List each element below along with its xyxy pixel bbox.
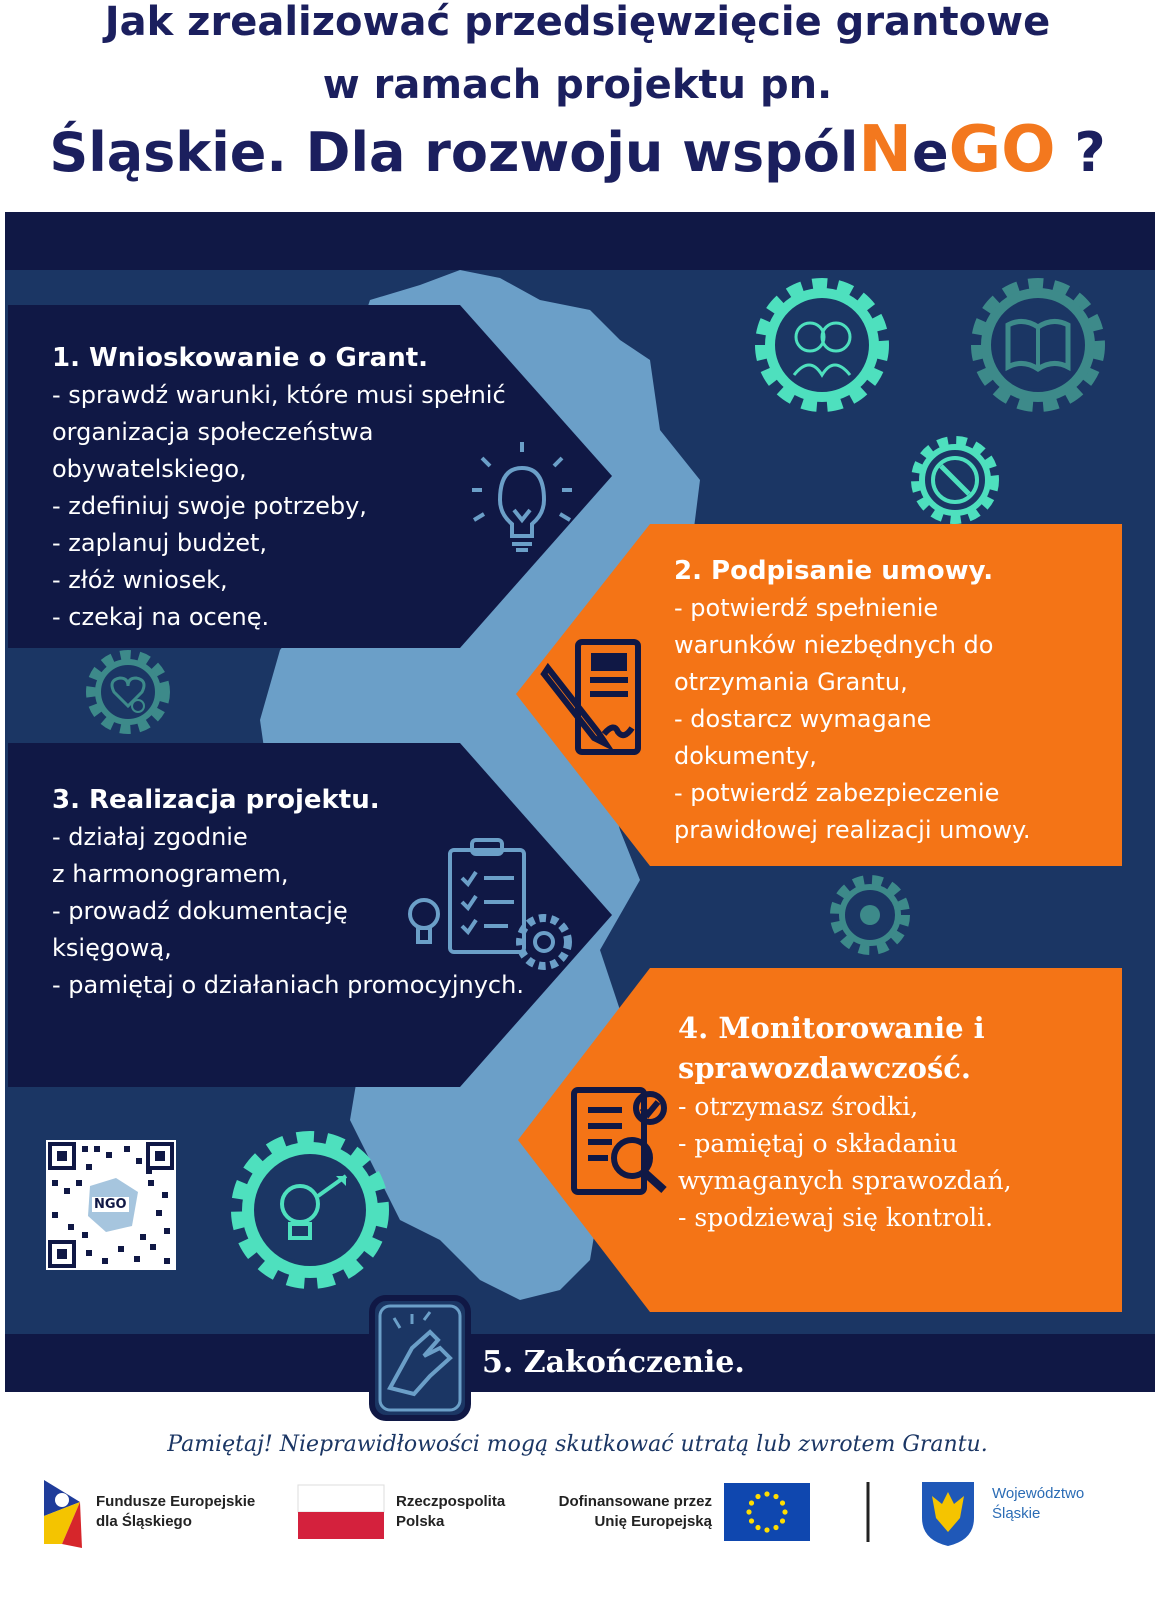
- title-accent-n: N: [858, 113, 912, 187]
- checklist-icon: [408, 838, 572, 970]
- eu-logo-line-2: Unię Europejską: [594, 1513, 712, 1530]
- lightbulb-icon: [472, 442, 572, 552]
- eu-flag-icon: [724, 1483, 810, 1541]
- list-item: obywatelskiego,: [52, 455, 247, 483]
- list-item: - zaplanuj budżet,: [52, 529, 268, 557]
- step-4-list: - otrzymasz środki, - pamiętaj o składan…: [678, 1088, 1118, 1236]
- step-4-text: 4. Monitorowanie i sprawozdawczość. - ot…: [678, 1008, 1118, 1236]
- step-1-heading: 1. Wnioskowanie o Grant.: [52, 343, 429, 373]
- list-item: - prowadź dokumentację: [52, 897, 348, 925]
- qr-label: NGO: [92, 1197, 129, 1212]
- eu-logo-line-1: Dofinansowane przez: [558, 1493, 712, 1510]
- title-accent-go: GO: [948, 113, 1056, 187]
- step-3-heading: 3. Realizacja projektu.: [52, 785, 380, 815]
- woj-logo-line-1: Województwo: [992, 1485, 1085, 1502]
- title-line-1: Jak zrealizować przedsięwzięcie grantowe: [104, 0, 1051, 45]
- heart-gear-icon: [86, 650, 170, 734]
- list-item: - dostarcz wymagane: [674, 705, 932, 733]
- step-1-arrow: [8, 305, 612, 648]
- fe-logo-line-2: dla Śląskiego: [96, 1513, 192, 1530]
- title-suffix: ?: [1055, 121, 1106, 184]
- handshake-icon: [369, 1295, 471, 1421]
- list-item: wymaganych sprawozdań,: [678, 1166, 1012, 1195]
- list-item: warunków niezbędnych do: [674, 631, 994, 659]
- step-4-heading-line-2: sprawozdawczość.: [678, 1051, 972, 1085]
- list-item: - czekaj na ocenę.: [52, 603, 270, 631]
- list-item: - pamiętaj o składaniu: [678, 1129, 958, 1158]
- top-band: [5, 212, 1155, 270]
- step-1-text: 1. Wnioskowanie o Grant. - sprawdź warun…: [52, 340, 522, 636]
- list-item: z harmonogramem,: [52, 860, 289, 888]
- title-e: e: [911, 121, 949, 184]
- list-item: - potwierdź zabezpieczenie: [674, 779, 1000, 807]
- bottom-band: [5, 1334, 1155, 1392]
- fe-logo-text: Fundusze Europejskie dla Śląskiego: [96, 1492, 255, 1532]
- fe-logo-line-1: Fundusze Europejskie: [96, 1493, 256, 1510]
- list-item: dokumenty,: [674, 742, 817, 770]
- list-item: - złóż wniosek,: [52, 566, 228, 594]
- step-3-text: 3. Realizacja projektu. - działaj zgodni…: [52, 782, 572, 1004]
- compass-gear-icon: [911, 436, 999, 524]
- step-2-arrow: [516, 524, 1122, 866]
- title-prefix: Śląskie. Dla rozwoju wspól: [49, 121, 859, 184]
- people-gear-icon: [755, 278, 889, 412]
- woj-logo-line-2: Śląskie: [992, 1505, 1041, 1522]
- book-gear-icon: [971, 278, 1105, 412]
- list-item: organizacja społeczeństwa: [52, 418, 374, 446]
- list-item: - zdefiniuj swoje potrzeby,: [52, 492, 367, 520]
- silesia-crest-icon: [922, 1482, 974, 1546]
- step-2-text: 2. Podpisanie umowy. - potwierdź spełnie…: [674, 553, 1114, 849]
- rp-logo-line-1: Rzeczpospolita: [396, 1493, 506, 1510]
- cog-icon: [830, 875, 910, 955]
- list-item: prawidłowej realizacji umowy.: [674, 816, 1031, 844]
- step-4-heading-line-1: 4. Monitorowanie i: [678, 1011, 985, 1045]
- step-1-list: - sprawdź warunki, które musi spełnić or…: [52, 377, 522, 636]
- warning-note: Pamiętaj! Nieprawidłowości mogą skutkowa…: [167, 1432, 988, 1457]
- step-3-list: - działaj zgodnie z harmonogramem, - pro…: [52, 819, 572, 1004]
- idea-gear-icon: [231, 1131, 389, 1289]
- report-search-icon: [571, 1087, 667, 1195]
- step-5-heading: 5. Zakończenie.: [482, 1345, 745, 1380]
- rp-logo-text: Rzeczpospolita Polska: [396, 1492, 505, 1532]
- list-item: - spodziewaj się kontroli.: [678, 1203, 994, 1232]
- eu-logo-text: Dofinansowane przez Unię Europejską: [520, 1492, 712, 1532]
- fe-logo-icon: [44, 1472, 82, 1548]
- step-4-arrow: [518, 968, 1122, 1312]
- list-item: - pamiętaj o działaniach promocyjnych.: [52, 971, 524, 999]
- step-3-arrow: [8, 743, 612, 1087]
- list-item: - sprawdź warunki, które musi spełnić: [52, 381, 506, 409]
- title-line-2: w ramach projektu pn.: [322, 62, 833, 108]
- step-2-list: - potwierdź spełnienie warunków niezbędn…: [674, 590, 1114, 849]
- list-item: - działaj zgodnie: [52, 823, 248, 851]
- list-item: - otrzymasz środki,: [678, 1092, 919, 1121]
- rp-logo-line-2: Polska: [396, 1513, 445, 1530]
- woj-logo-text: Województwo Śląskie: [992, 1484, 1084, 1524]
- step-2-heading: 2. Podpisanie umowy.: [674, 556, 994, 586]
- list-item: otrzymania Grantu,: [674, 668, 908, 696]
- title-line-3: Śląskie. Dla rozwoju wspólNeGO ?: [0, 118, 1155, 182]
- contract-sign-icon: [540, 639, 641, 755]
- polish-flag-icon: [297, 1484, 385, 1539]
- list-item: księgową,: [52, 934, 172, 962]
- list-item: - potwierdź spełnienie: [674, 594, 939, 622]
